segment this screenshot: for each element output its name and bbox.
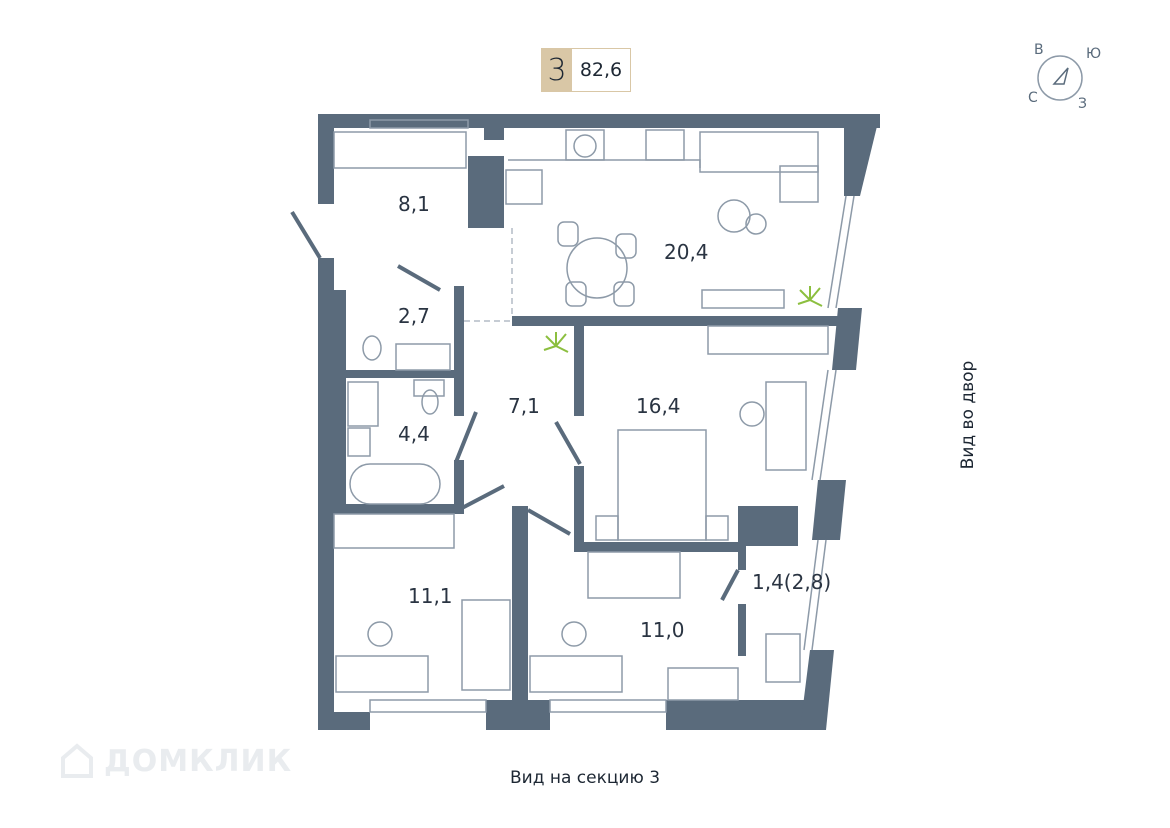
walls [318, 114, 880, 730]
total-area: 82,6 [579, 59, 623, 81]
room-area-corridor: 7,1 [508, 394, 540, 418]
room-area-room-left: 11,1 [408, 584, 453, 608]
room-area-kitchen: 20,4 [664, 240, 709, 264]
watermark: ДОМКЛИК [58, 742, 292, 780]
plant-icon [543, 286, 823, 353]
windows [369, 119, 855, 713]
compass-west-label: С [1028, 90, 1038, 106]
room-area-hall: 8,1 [398, 192, 430, 216]
view-section-label: Вид на секцию 3 [509, 768, 661, 788]
doors [290, 210, 740, 601]
room-area-room-middle: 11,0 [640, 618, 685, 642]
room-area-bedroom: 16,4 [636, 394, 681, 418]
apartment-badge: 3 82,6 [541, 48, 631, 92]
watermark-text: ДОМКЛИК [104, 743, 293, 779]
compass-north-label: З [1078, 96, 1087, 112]
house-logo-icon [61, 743, 93, 778]
room-area-wc: 2,7 [398, 304, 430, 328]
rooms-count: 3 [542, 49, 572, 91]
room-area-balcony: 1,4(2,8) [752, 570, 832, 594]
compass-south-label: Ю [1086, 46, 1102, 62]
compass-icon: В Ю С З [1028, 40, 1102, 112]
furniture [333, 129, 829, 701]
room-area-bathroom: 4,4 [398, 422, 430, 446]
zone-lines [464, 228, 513, 322]
view-courtyard-label: Вид во двор [958, 360, 978, 470]
compass-east-label: В [1034, 42, 1044, 58]
